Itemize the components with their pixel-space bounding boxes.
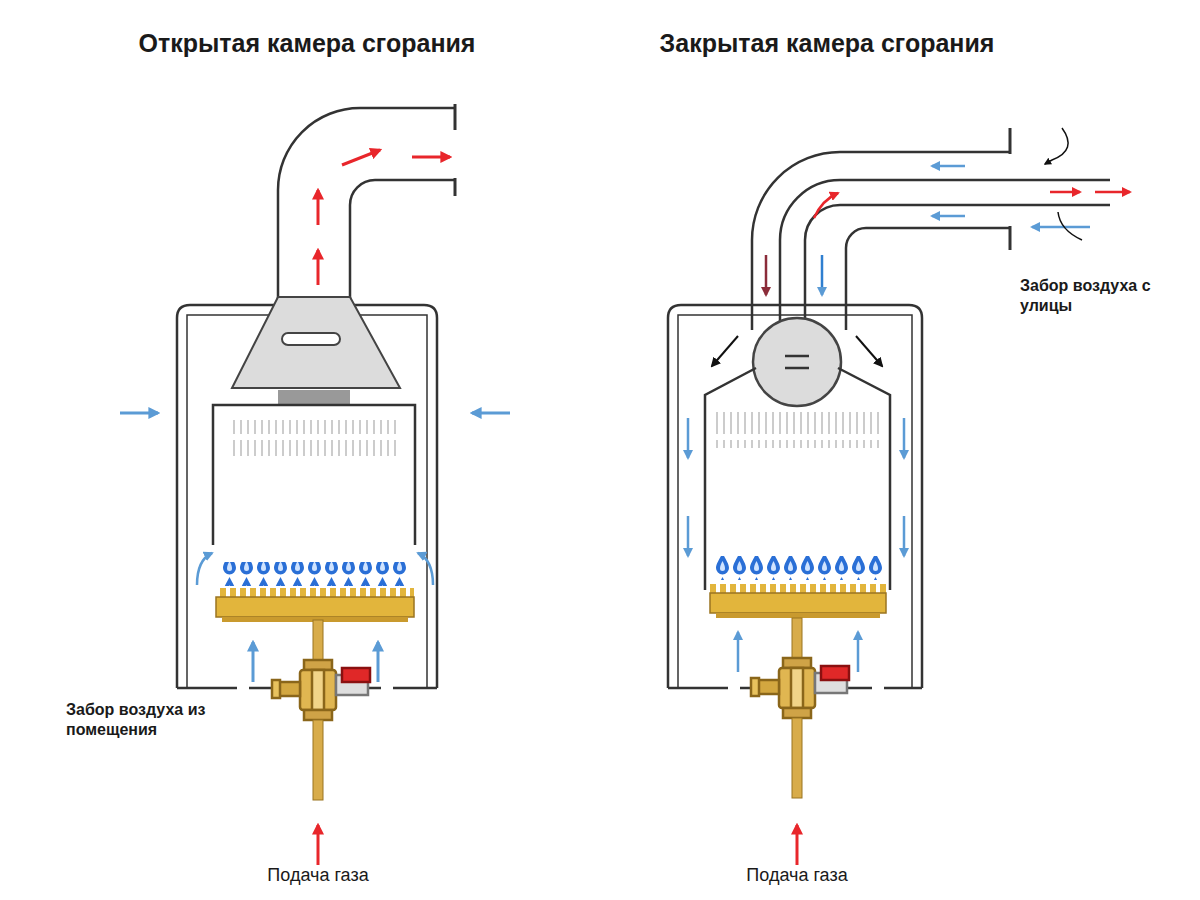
panel-title: Закрытая камера сгорания	[617, 28, 1037, 59]
air-intake-label: Забор воздуха с улицы	[1020, 276, 1190, 316]
open-chamber-boiler	[120, 104, 510, 865]
gas-supply-label: Подача газа	[218, 864, 418, 887]
closed-chamber-boiler	[668, 128, 1130, 865]
panel-title: Открытая камера сгорания	[107, 28, 507, 59]
air-intake-label: Забор воздуха из помещения	[66, 700, 256, 740]
gas-supply-label: Подача газа	[697, 864, 897, 887]
